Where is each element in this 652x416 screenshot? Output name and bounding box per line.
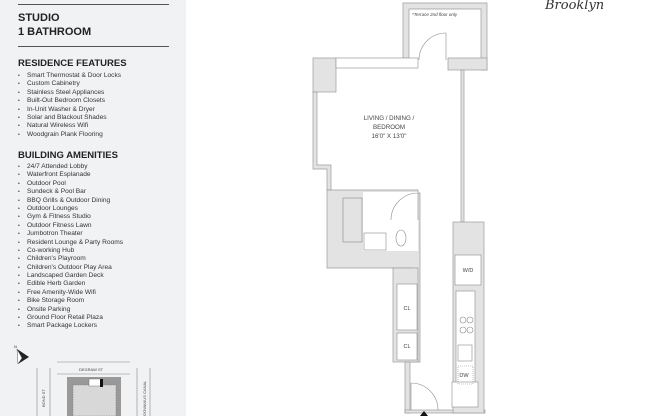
- entry-door: [410, 382, 439, 411]
- kitchen-counter: [455, 290, 476, 386]
- room-dimensions: 16'0" X 13'0": [372, 133, 407, 140]
- bathroom-sink: [363, 232, 387, 251]
- feature-item: Edible Herb Garden: [18, 280, 123, 288]
- building-amenities-heading: BUILDING AMENITIES: [18, 150, 118, 161]
- feature-item: Gym & Fitness Studio: [18, 213, 123, 221]
- brand-logo: Brooklyn: [545, 0, 605, 13]
- feature-item: Solar and Blackout Shades: [18, 114, 121, 122]
- bathtub: [342, 197, 363, 243]
- feature-item: Custom Cabinetry: [18, 80, 121, 88]
- feature-item: Waterfront Esplanade: [18, 171, 123, 179]
- svg-text:N: N: [14, 344, 17, 349]
- dishwasher: [457, 365, 474, 385]
- closet: [396, 283, 418, 331]
- feature-item: Smart Thermostat & Door Locks: [18, 72, 121, 80]
- unit-marker: [100, 379, 103, 387]
- unit-title: STUDIO 1 BATHROOM: [18, 11, 91, 39]
- feature-item: Built-Out Bedroom Closets: [18, 97, 121, 105]
- terrace-door: [418, 32, 447, 61]
- feature-item: Ground Floor Retail Plaza: [18, 314, 123, 322]
- feature-item: Outdoor Lounges: [18, 205, 123, 213]
- feature-item: In-Unit Washer & Dryer: [18, 106, 121, 114]
- feature-item: Children's Outdoor Play Area: [18, 264, 123, 272]
- feature-item: Outdoor Fitness Lawn: [18, 222, 123, 230]
- feature-item: Landscaped Garden Deck: [18, 272, 123, 280]
- bathroom-door: [390, 192, 419, 221]
- toilet: [395, 229, 407, 247]
- residence-features-heading: RESIDENCE FEATURES: [18, 58, 127, 69]
- building-amenities-list: 24/7 Attended LobbyWaterfront EsplanadeO…: [18, 163, 123, 331]
- street-label: DEGRAW ST: [79, 367, 104, 372]
- washer-label: W/D: [463, 268, 474, 274]
- feature-item: Bike Storage Room: [18, 297, 123, 305]
- divider: [18, 46, 169, 47]
- feature-item: Smart Package Lockers: [18, 322, 123, 330]
- feature-item: Free Amenity-Wide Wifi: [18, 289, 123, 297]
- north-arrow-icon: N: [14, 344, 29, 365]
- feature-item: Sundeck & Pool Bar: [18, 188, 123, 196]
- dishwasher-label: DW: [459, 373, 469, 379]
- room-label: LIVING / DINING /: [364, 115, 415, 122]
- residence-features-list: Smart Thermostat & Door LocksCustom Cabi…: [18, 72, 121, 139]
- refrigerator: [451, 381, 479, 408]
- feature-item: BBQ Grills & Outdoor Dining: [18, 197, 123, 205]
- feature-item: Onsite Parking: [18, 306, 123, 314]
- terrace-note: *Terrace 2nd floor only: [412, 12, 458, 17]
- wall: [312, 57, 337, 93]
- entry-arrow-icon: [420, 411, 428, 416]
- closet-label: CL: [403, 344, 410, 350]
- wall: [447, 57, 488, 71]
- feature-item: Natural Wireless Wifi: [18, 122, 121, 130]
- feature-item: Jumbotron Theater: [18, 230, 123, 238]
- feature-item: Stainless Steel Appliances: [18, 89, 121, 97]
- street-label: BOND ST: [41, 389, 46, 407]
- closet-label: CL: [403, 306, 410, 312]
- feature-item: Co-working Hub: [18, 247, 123, 255]
- unit-baths: 1 BATHROOM: [18, 26, 92, 38]
- feature-item: Resident Lounge & Party Rooms: [18, 239, 123, 247]
- feature-item: Children's Playroom: [18, 255, 123, 263]
- feature-item: 24/7 Attended Lobby: [18, 163, 123, 171]
- unit-type: STUDIO: [18, 12, 60, 24]
- stove-burner: [459, 316, 467, 324]
- divider: [18, 4, 169, 5]
- info-panel: STUDIO 1 BATHROOM RESIDENCE FEATURES Sma…: [0, 0, 186, 416]
- room-label: BEDROOM: [373, 124, 405, 131]
- closet: [396, 332, 418, 361]
- feature-item: Woodgrain Plank Flooring: [18, 131, 121, 139]
- street-label: GOWANUS CANAL: [142, 380, 147, 416]
- location-map: N DEGRAW ST BOND ST GOWANUS CANAL: [14, 344, 151, 416]
- kitchen-sink: [457, 344, 473, 362]
- feature-item: Outdoor Pool: [18, 180, 123, 188]
- washer-dryer: [454, 254, 482, 286]
